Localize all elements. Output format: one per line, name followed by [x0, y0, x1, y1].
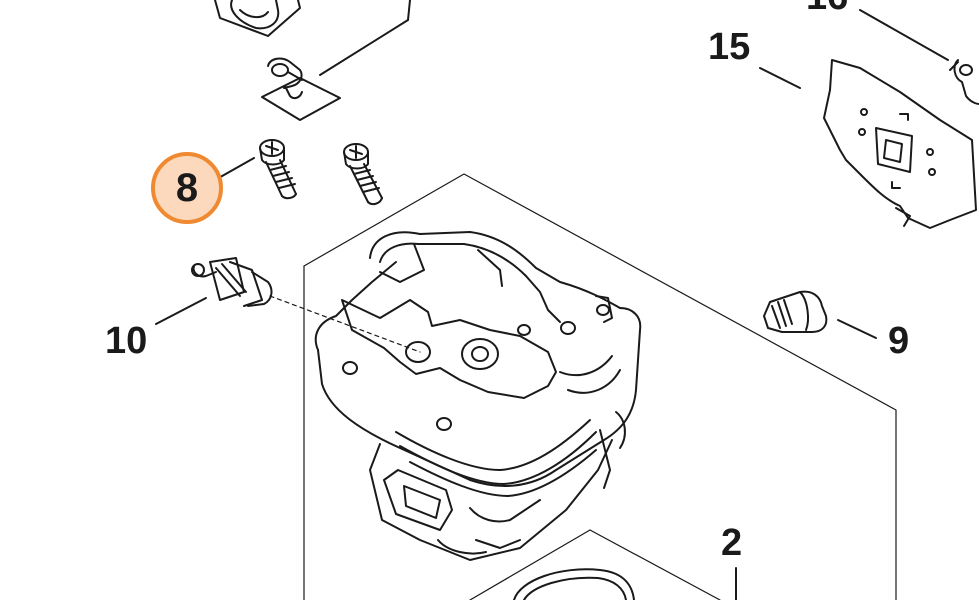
leader-line-bracket [319, 19, 409, 76]
spark-plug-part[interactable] [191, 257, 273, 307]
callout-2[interactable]: 2 [721, 522, 743, 564]
leader-line-9 [837, 319, 877, 339]
leader-line-10 [155, 297, 207, 325]
gasket-part-15[interactable] [823, 59, 977, 229]
piston-ring-part[interactable] [513, 568, 635, 600]
leader-line-15 [759, 67, 801, 89]
callout-9[interactable]: 9 [888, 320, 910, 362]
screw-part-8a[interactable] [259, 139, 297, 200]
cylinder-part[interactable] [314, 231, 642, 561]
leader-line-16 [859, 9, 949, 61]
assembly-outline-bottom-r [589, 529, 721, 600]
assembly-outline-bottom [469, 529, 591, 600]
callout-8-selected[interactable]: 8 [151, 152, 223, 224]
clip-part[interactable] [214, 0, 301, 37]
fitting-bracket-part[interactable] [261, 57, 341, 121]
assembly-outline [303, 173, 897, 600]
callout-16-partial[interactable]: 16 [806, 0, 848, 16]
callout-10[interactable]: 10 [105, 320, 148, 362]
flange-part-16[interactable] [949, 59, 979, 105]
plug-part-9[interactable] [763, 290, 828, 333]
callout-15[interactable]: 15 [708, 26, 751, 68]
leader-line-top [407, 0, 411, 21]
screw-part-8b[interactable] [343, 143, 383, 206]
dashed-leader-spark [269, 295, 421, 353]
